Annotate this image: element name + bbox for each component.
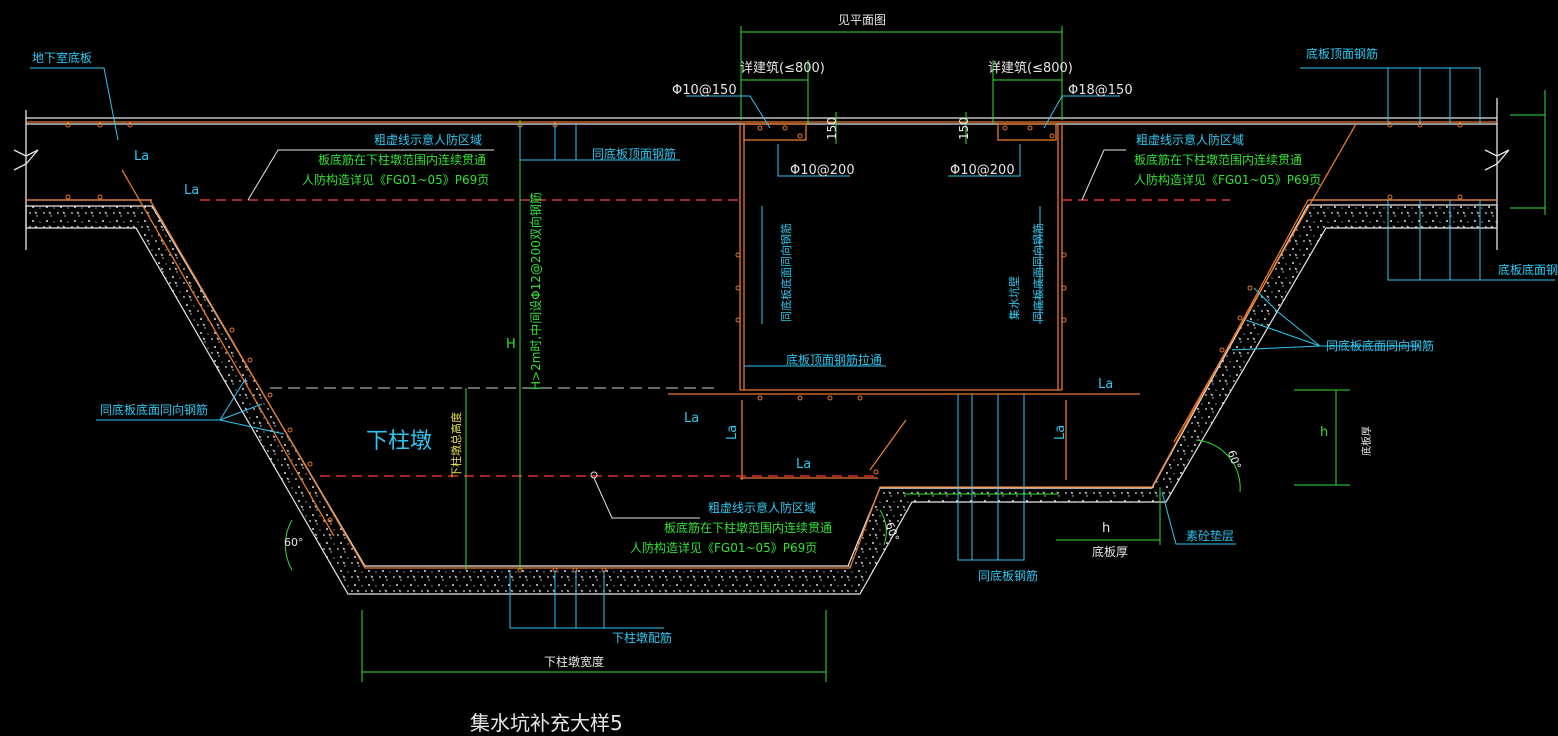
rebar-lines <box>26 121 1497 569</box>
label-pier-rebar: 下柱墩配筋 <box>612 630 672 645</box>
rebar-dots <box>65 122 1463 573</box>
label-La-4: La <box>796 457 811 472</box>
label-h-dim: h <box>1320 425 1328 440</box>
cd-left-line1: 粗虚线示意人防区域 <box>374 132 482 147</box>
cd-bottom-line3: 人防构造详见《FG01~05》P69页 <box>630 540 817 555</box>
label-rebar-right-top: Φ18@150 <box>1068 83 1133 98</box>
label-angle-2: 60° <box>883 520 902 543</box>
callout-leaders <box>247 149 1126 519</box>
label-La-5: La <box>1098 377 1113 392</box>
label-pier-height: 下柱墩总高度 <box>449 412 463 478</box>
label-La-1: La <box>134 149 149 164</box>
label-slab-thick-vert: 底板厚 <box>1360 426 1373 456</box>
label-La-7: La <box>1053 425 1068 440</box>
drawing-title: 集水坑补充大样5 <box>470 711 623 735</box>
label-slab-top-rebar-pass: 底板顶面钢筋拉通 <box>786 352 882 367</box>
label-pier-name: 下柱墩 <box>366 429 432 454</box>
leader-lines <box>30 67 1555 629</box>
label-La-3: La <box>684 411 699 426</box>
label-rebar-right-200: Φ10@200 <box>950 163 1015 178</box>
label-La-2: La <box>184 183 199 198</box>
label-basement-slab: 地下室底板 <box>32 50 92 65</box>
label-detail-left: 详建筑(≤800) <box>740 60 825 76</box>
label-same-bottom-dir-left: 同底板底面同向钢筋 <box>100 402 208 417</box>
annotation-texts: 地下室底板 见平面图 详建筑(≤800) 详建筑(≤800) Φ10@150 Φ… <box>32 13 1558 735</box>
label-angle-3: 60° <box>1225 448 1244 471</box>
civil-defense-dashed <box>200 199 1230 477</box>
label-h-small: h <box>1102 521 1110 536</box>
label-angle-1: 60° <box>284 536 304 549</box>
label-dim-150-left: 150 <box>825 117 839 140</box>
cd-right-line1: 粗虚线示意人防区域 <box>1136 132 1244 147</box>
cd-right-line2: 板底筋在下柱墩范围内连续贯通 <box>1134 152 1302 167</box>
label-slab-top-rebar: 底板顶面钢筋 <box>1306 46 1378 61</box>
label-middle-rebar: H>2m时,中间设Φ12@200双向钢筋 <box>528 192 543 390</box>
cd-left-line3: 人防构造详见《FG01~05》P69页 <box>302 172 489 187</box>
cd-left-line2: 板底筋在下柱墩范围内连续贯通 <box>318 152 486 167</box>
label-dim-150-right: 150 <box>957 117 971 140</box>
label-slab-thickness: 底板厚 <box>1092 544 1128 559</box>
cd-bottom-line2: 板底筋在下柱墩范围内连续贯通 <box>664 520 832 535</box>
label-H: H <box>506 337 516 352</box>
label-same-bottom-dir-right: 同底板底面同向钢筋 <box>1326 338 1434 353</box>
dimension-lines <box>284 26 1546 682</box>
label-La-6: La <box>725 425 740 440</box>
label-pier-width: 下柱墩宽度 <box>544 654 604 669</box>
label-detail-right: 详建筑(≤800) <box>988 60 1073 76</box>
label-concrete-cushion: 素砼垫层 <box>1186 528 1234 543</box>
label-same-slab-rebar: 同底板钢筋 <box>978 568 1038 583</box>
label-pit-wall: 集水坑壁 <box>1007 276 1021 320</box>
label-pit-wall-vert-right: 同底板底面同向钢筋 <box>1031 223 1045 322</box>
label-pit-wall-vert-left: 同底板底面同向钢筋 <box>779 223 793 322</box>
cd-right-line3: 人防构造详见《FG01~05》P69页 <box>1134 172 1321 187</box>
label-rebar-left-200: Φ10@200 <box>790 163 855 178</box>
label-same-slab-top-rebar: 同底板顶面钢筋 <box>592 146 676 161</box>
label-plan-ref: 见平面图 <box>838 13 886 27</box>
cd-bottom-line1: 粗虚线示意人防区域 <box>708 500 816 515</box>
label-rebar-left-top: Φ10@150 <box>672 83 737 98</box>
label-slab-bottom-rebar: 底板底面钢筋 <box>1498 262 1558 277</box>
